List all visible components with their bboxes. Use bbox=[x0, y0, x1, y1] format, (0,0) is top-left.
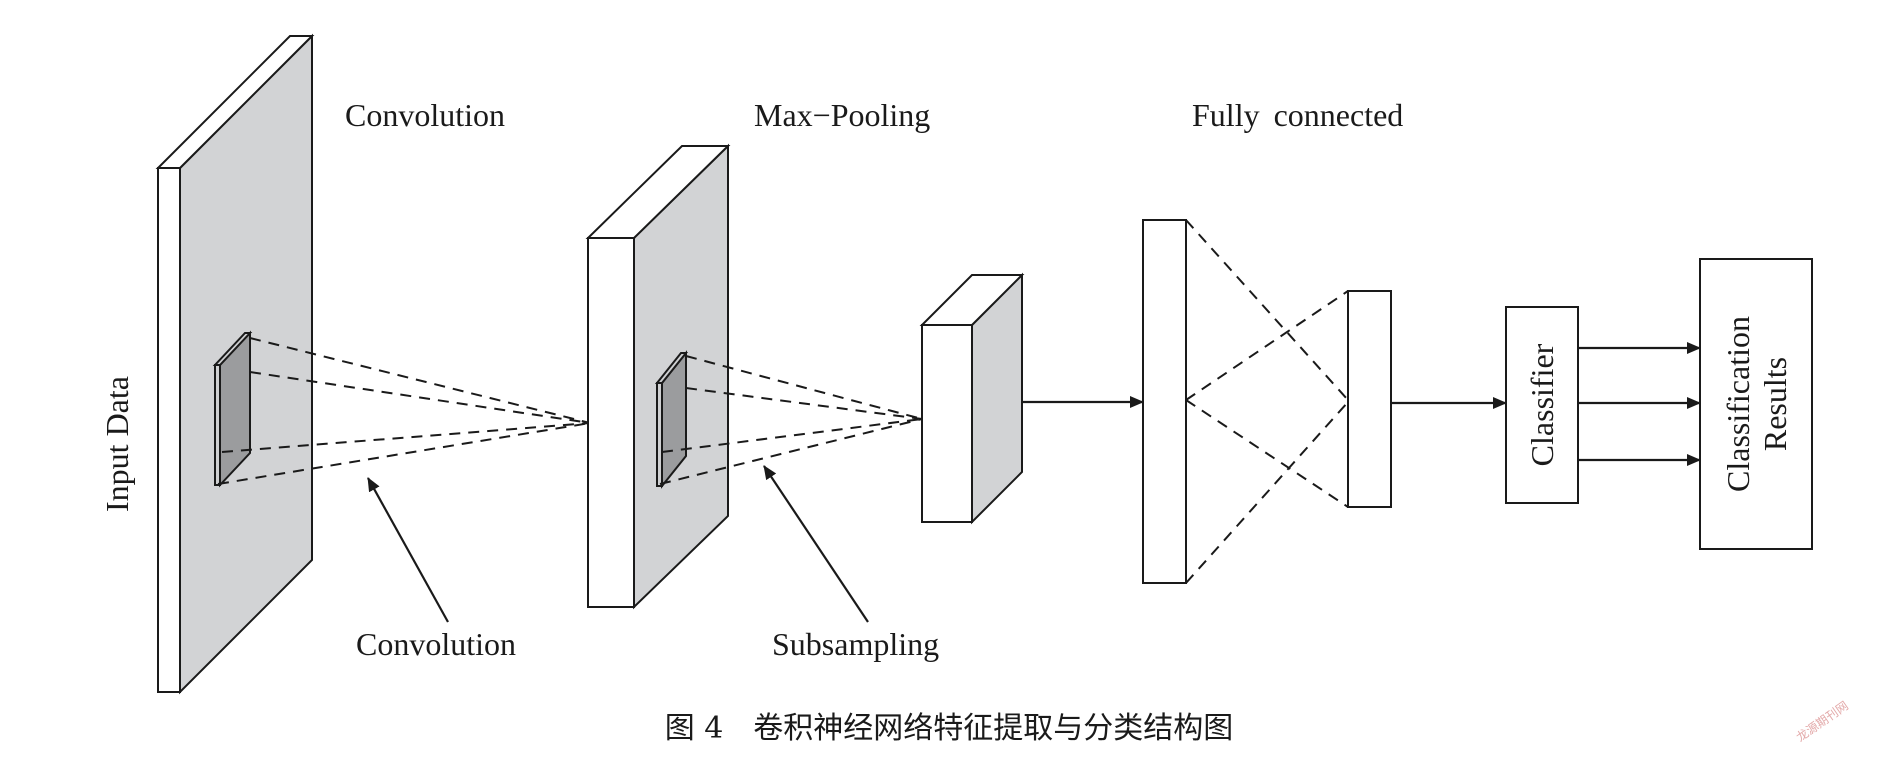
projection-line bbox=[249, 371, 591, 424]
conv-kernel-window bbox=[654, 350, 689, 489]
convolution-pointer-arrow bbox=[367, 477, 449, 623]
classification-results-label-line1: Classification bbox=[1720, 316, 1756, 492]
projection-line bbox=[661, 418, 923, 453]
convolution-bottom-label: Convolution bbox=[356, 626, 516, 662]
maxpool-block-front-face bbox=[921, 324, 973, 523]
input-kernel-top bbox=[212, 332, 253, 366]
input-block-front-face bbox=[157, 167, 181, 693]
convolution-feature-block bbox=[585, 143, 731, 610]
fully-connected-title-label: Fully connected bbox=[1192, 97, 1403, 133]
maxpool-title-label: Max−Pooling bbox=[754, 97, 930, 133]
convolution-title-label: Convolution bbox=[345, 97, 505, 133]
subsampling-label: Subsampling bbox=[772, 626, 939, 662]
fc-layer-1 bbox=[1142, 219, 1187, 584]
fc-layer-2 bbox=[1347, 290, 1392, 508]
subsampling-pointer-arrow bbox=[763, 465, 869, 623]
classifier-box bbox=[1505, 306, 1579, 504]
input-data-label: Input Data bbox=[99, 376, 135, 512]
projection-line bbox=[659, 418, 923, 485]
conv-kernel-top bbox=[654, 352, 689, 384]
classifier-label: Classifier bbox=[1524, 343, 1560, 466]
projection-line bbox=[685, 355, 923, 420]
classification-results-label-line2: Results bbox=[1757, 357, 1793, 451]
subsampling-projection-lines bbox=[659, 355, 923, 485]
projection-line bbox=[217, 422, 591, 485]
input-kernel-window bbox=[212, 330, 253, 488]
maxpool-block bbox=[919, 272, 1025, 525]
figure-caption: 图 4 卷积神经网络特征提取与分类结构图 bbox=[665, 711, 1234, 746]
projection-line bbox=[685, 387, 923, 420]
conv-block-front-face bbox=[587, 237, 635, 608]
fc-connection-line bbox=[1185, 290, 1349, 401]
watermark-logo: 龙源期刊网 bbox=[1794, 699, 1851, 745]
fc-connection-line bbox=[1185, 219, 1349, 401]
fc-connection-lines bbox=[1185, 219, 1349, 584]
fc-connection-line bbox=[1185, 399, 1349, 508]
input-kernel-front bbox=[214, 364, 221, 486]
projection-line bbox=[221, 422, 591, 453]
conv-kernel-front bbox=[656, 382, 663, 487]
convolution-projection-lines bbox=[217, 337, 591, 485]
classification-results-box bbox=[1699, 258, 1813, 550]
projection-line bbox=[249, 337, 591, 424]
fc-connection-line bbox=[1185, 401, 1349, 584]
